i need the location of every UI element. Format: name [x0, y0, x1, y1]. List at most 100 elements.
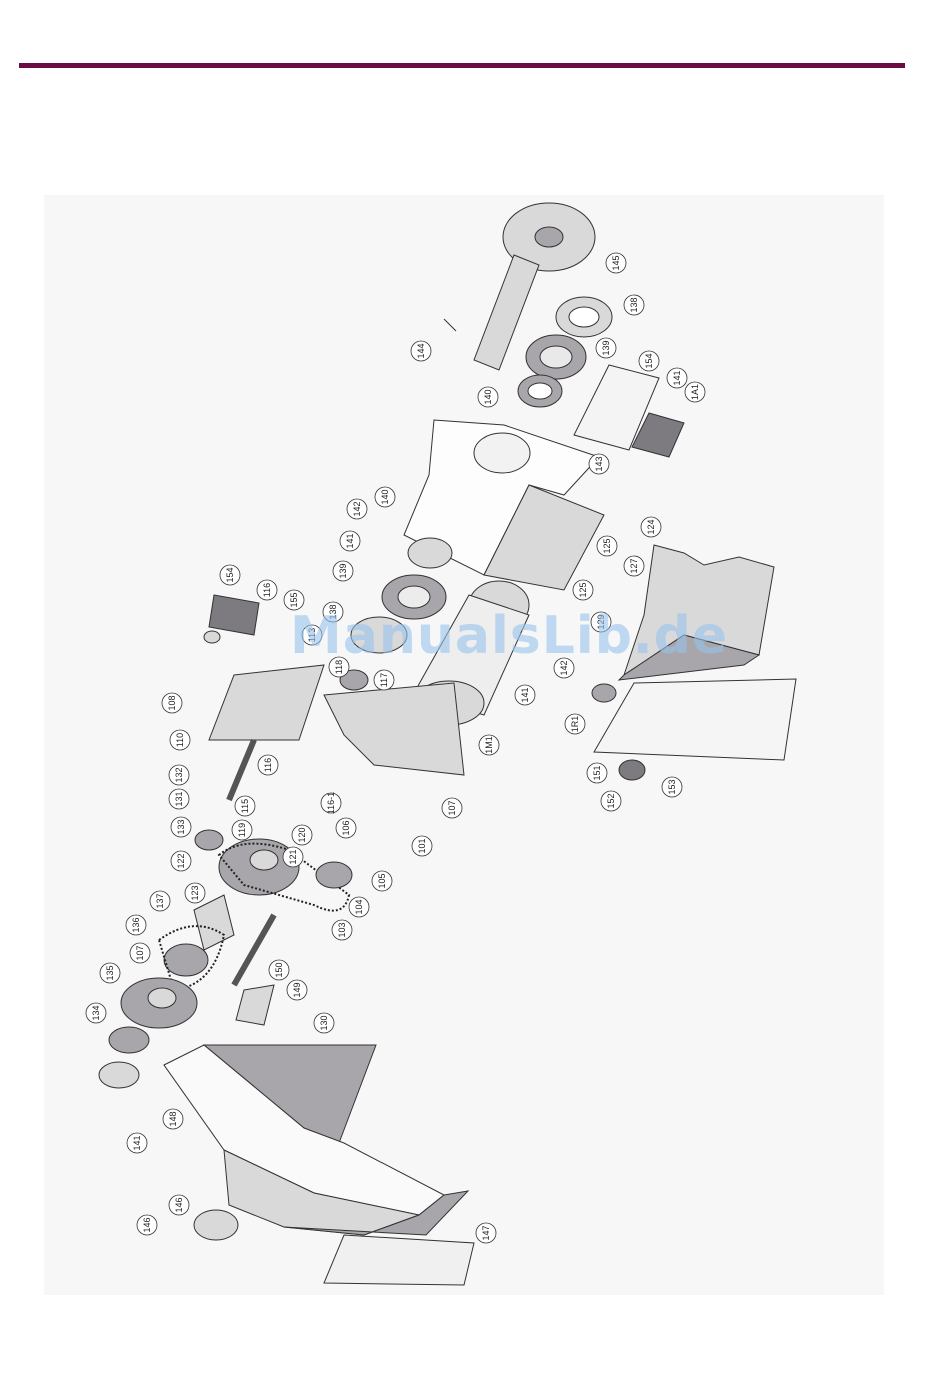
watermark: ManualsLib.de: [290, 606, 728, 666]
callout-label: 141: [345, 533, 355, 548]
nut-134: [109, 1027, 149, 1053]
seal-140-hole: [528, 383, 552, 399]
callout-label: 131: [174, 791, 184, 806]
callout-143: 143: [589, 454, 609, 474]
callout-154: 154: [220, 565, 240, 585]
callout-label: 108: [167, 695, 177, 710]
seal-140-lower: [408, 538, 452, 568]
callout-138: 138: [624, 295, 644, 315]
callout-label: 139: [601, 340, 611, 355]
callout-123: 123: [185, 883, 205, 903]
callout-label: 138: [629, 297, 639, 312]
callout-label: 141: [132, 1135, 142, 1150]
pin-144: [444, 319, 456, 331]
pulley-104: [316, 862, 352, 888]
callout-label: 143: [594, 456, 604, 471]
callout-145: 145: [606, 253, 626, 273]
callout-117: 117: [374, 670, 394, 690]
exploded-parts-diagram: 1451381391441401541411A11431421401411391…: [44, 195, 884, 1295]
callout-label: 116: [263, 758, 273, 772]
callout-121: 121: [283, 847, 303, 867]
callout-131: 131: [169, 789, 189, 809]
motor-plate-107: [324, 683, 464, 775]
callout-label: 107: [135, 945, 145, 960]
callout-134: 134: [86, 1003, 106, 1023]
callout-label: 144: [416, 343, 426, 358]
callout-149: 149: [287, 980, 307, 1000]
label-plate-147: [324, 1235, 474, 1285]
callout-141: 141: [515, 685, 535, 705]
gear-107: [164, 944, 208, 976]
callout-1A1: 1A1: [685, 382, 705, 402]
callout-116-1: 116-1: [321, 792, 341, 814]
callout-label: 119: [237, 823, 247, 837]
callout-120: 120: [292, 825, 312, 845]
callout-label: 116: [262, 583, 272, 597]
callout-140: 140: [375, 487, 395, 507]
callout-label: 115: [240, 799, 250, 813]
callout-1R1: 1R1: [565, 714, 585, 734]
callout-139: 139: [333, 561, 353, 581]
callout-147: 147: [476, 1223, 496, 1243]
callout-label: 153: [667, 779, 677, 794]
callout-label: 142: [352, 501, 362, 516]
callout-142: 142: [347, 499, 367, 519]
callout-label: 1R1: [570, 716, 580, 733]
shaft-lower: [234, 915, 274, 985]
callout-116: 116: [258, 755, 278, 775]
pulley-135-hub: [148, 988, 176, 1008]
pulley-122-hub: [250, 850, 278, 870]
callout-101: 101: [412, 836, 432, 856]
callout-136: 136: [126, 915, 146, 935]
shaft-132: [229, 740, 254, 800]
callout-141: 141: [340, 531, 360, 551]
callout-label: 1M1: [484, 736, 494, 754]
callout-label: 140: [483, 389, 493, 404]
callout-label: 147: [481, 1225, 491, 1240]
callout-140: 140: [478, 387, 498, 407]
callout-122: 122: [171, 851, 191, 871]
ring-138-hole: [569, 307, 599, 327]
callout-141: 141: [667, 368, 687, 388]
callout-label: 104: [354, 899, 364, 914]
callout-148: 148: [163, 1109, 183, 1129]
callout-label: 105: [377, 873, 387, 888]
callout-label: 132: [174, 767, 184, 782]
callout-146: 146: [169, 1195, 189, 1215]
callout-107: 107: [130, 943, 150, 963]
callout-label: 145: [611, 255, 621, 270]
callout-133: 133: [171, 817, 191, 837]
callout-label: 134: [91, 1005, 101, 1020]
switch-block-knob: [204, 631, 220, 643]
callout-1M1: 1M1: [479, 735, 499, 755]
callout-104: 104: [349, 897, 369, 917]
bearing-139-lower-inner: [398, 586, 430, 608]
callout-130: 130: [314, 1013, 334, 1033]
gear-133: [195, 830, 223, 850]
callout-label: 116-1: [326, 792, 336, 814]
callout-label: 127: [629, 558, 639, 573]
callout-label: 107: [447, 800, 457, 815]
bearing-139-inner: [540, 346, 572, 368]
callout-label: 110: [175, 733, 185, 747]
callout-label: 103: [337, 922, 347, 937]
callout-151: 151: [587, 763, 607, 783]
washer-134: [99, 1062, 139, 1088]
callout-125: 125: [597, 536, 617, 556]
parts-group: [99, 203, 796, 1285]
callout-141: 141: [127, 1133, 147, 1153]
callout-132: 132: [169, 765, 189, 785]
callout-label: 136: [131, 917, 141, 932]
callout-106: 106: [336, 818, 356, 838]
callout-105: 105: [372, 871, 392, 891]
callout-115: 115: [235, 796, 255, 816]
callout-label: 140: [380, 489, 390, 504]
callout-label: 124: [646, 519, 656, 534]
callout-110: 110: [170, 730, 190, 750]
spindle-flange-hub: [535, 227, 563, 247]
headstock-bore: [474, 433, 530, 473]
callout-127: 127: [624, 556, 644, 576]
round-cover-146: [194, 1210, 238, 1240]
knob-152: [619, 760, 645, 780]
callout-label: 121: [288, 849, 298, 864]
